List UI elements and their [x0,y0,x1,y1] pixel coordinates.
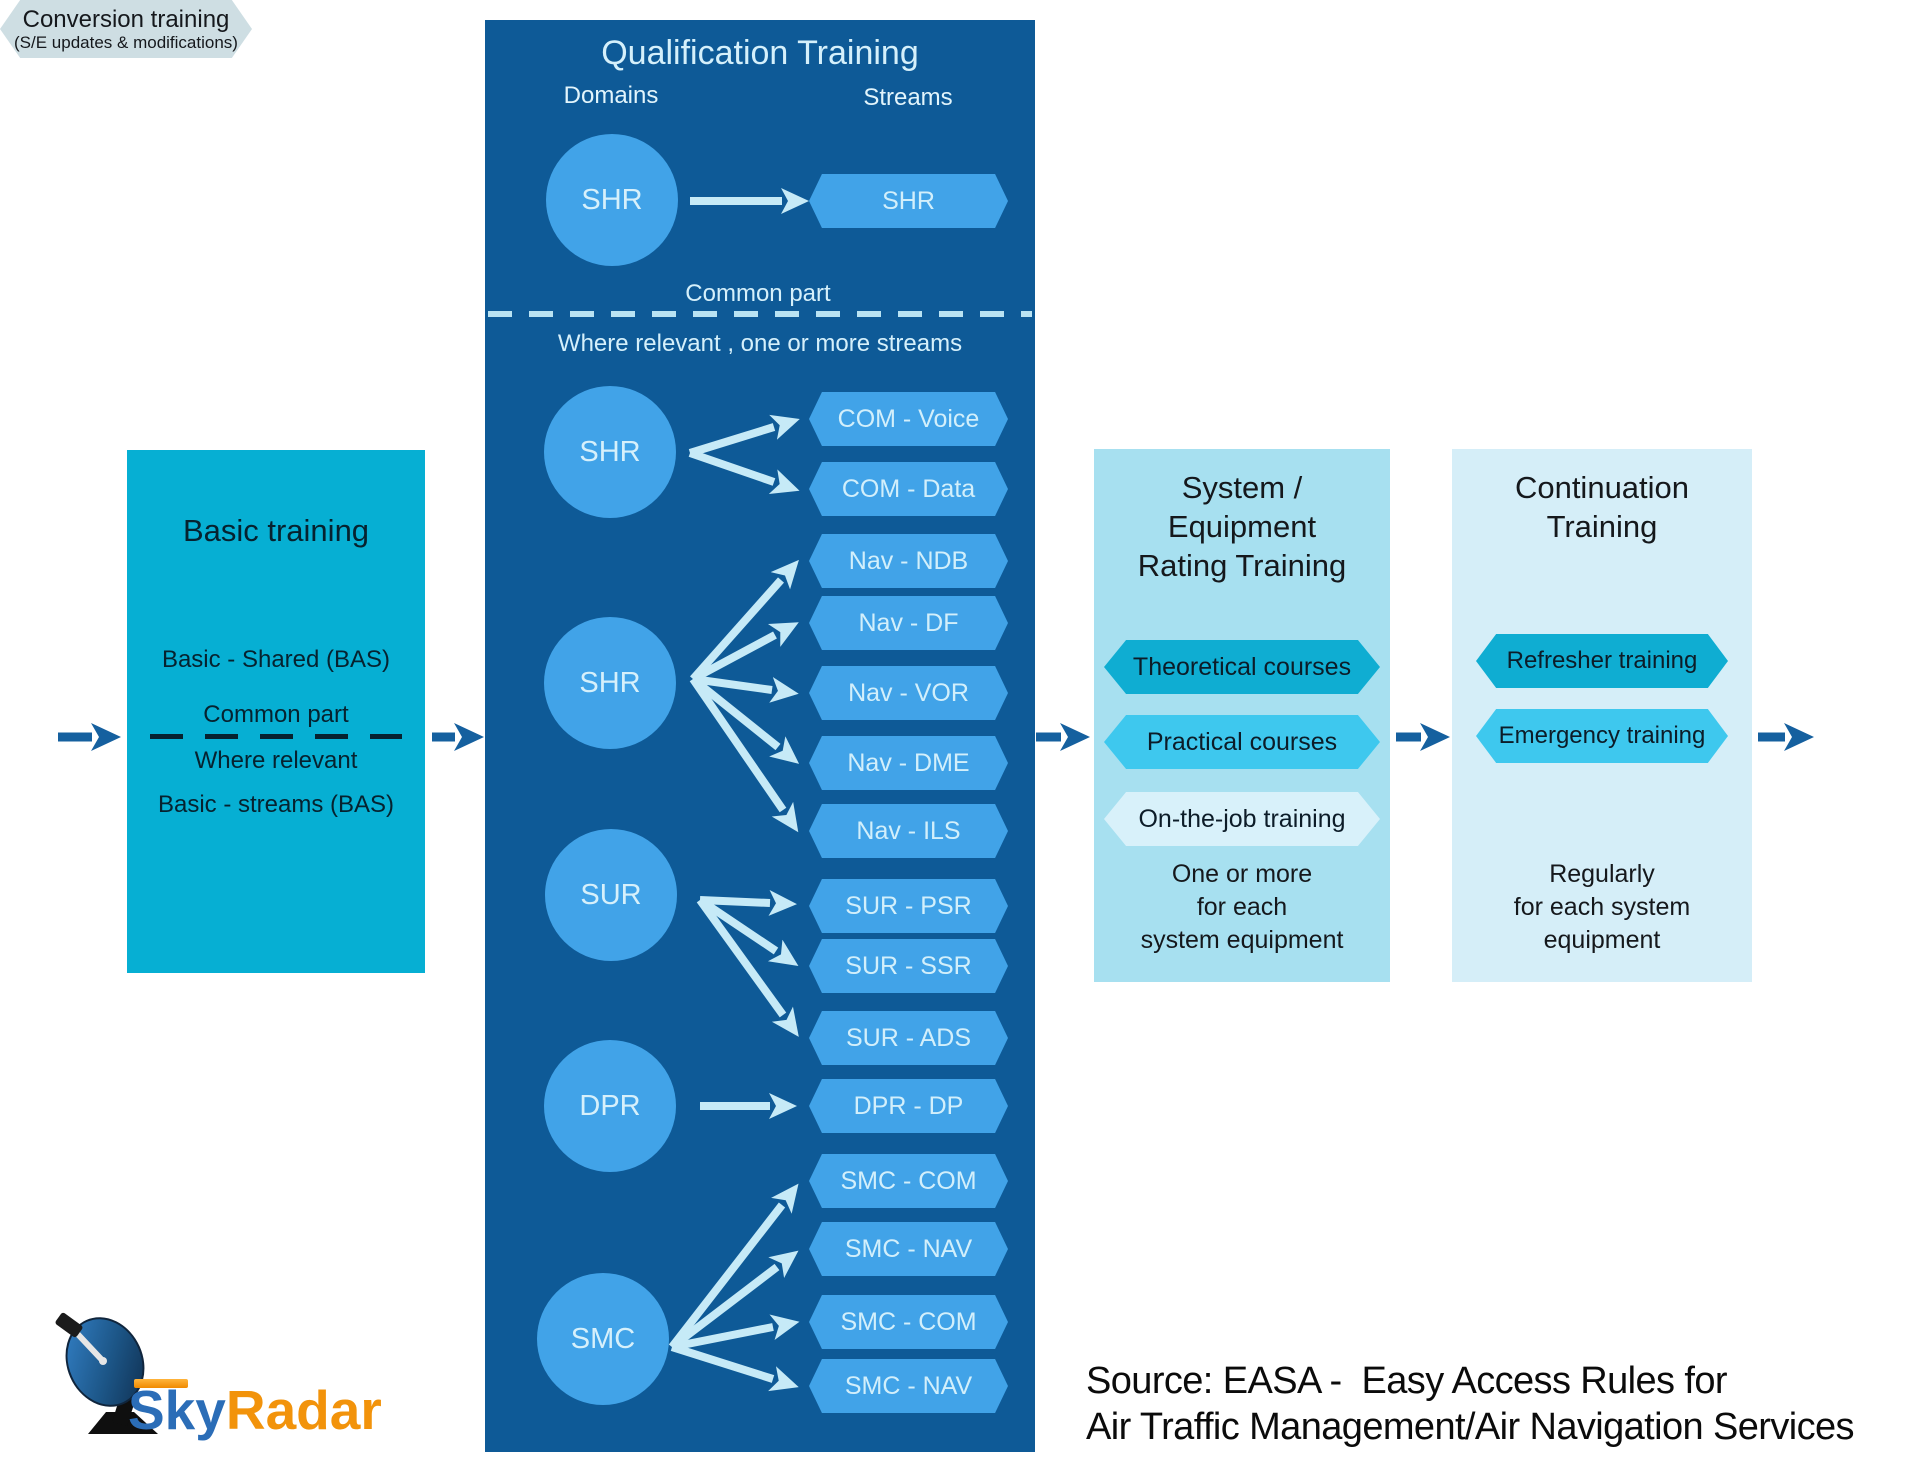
conversion-training-label: Conversion training [22,5,230,33]
domain-circle-shr-top: SHR [546,134,678,266]
domain-circle-sur: SUR [545,829,677,961]
logo-sky-text: Sky [128,1379,226,1441]
stream-hex-nav-dme: Nav - DME [809,736,1008,790]
domain-circle-shr-nav: SHR [544,617,676,749]
emergency-training-hex: Emergency training [1476,709,1728,763]
stream-hex-nav-ils: Nav - ILS [809,804,1008,858]
source-line-1: Source: EASA - Easy Access Rules for [1086,1360,1728,1402]
source-line-2: Air Traffic Management/Air Navigation Se… [1086,1406,1855,1448]
streams-column-label: Streams [863,84,953,111]
domain-circle-dpr: DPR [544,1040,676,1172]
qualification-common-part-label: Common part [685,280,831,307]
on-the-job-training-hex: On-the-job training [1104,792,1380,846]
stream-hex-nav-ndb: Nav - NDB [809,534,1008,588]
domain-circle-shr-com: SHR [544,386,676,518]
stream-hex-smc-com-2: SMC - COM [809,1295,1008,1349]
basic-training-box [127,450,425,973]
logo-wordmark: SkyRadar [128,1383,382,1438]
system-equipment-rating-title: System / Equipment Rating Training [1137,470,1347,583]
continuation-training-title: Continuation Training [1514,470,1690,544]
stream-hex-shr: SHR [809,174,1008,228]
basic-training-title: Basic training [182,513,370,548]
satellite-dish-icon [55,1312,158,1434]
refresher-training-hex: Refresher training [1476,634,1728,688]
source-attribution: Source: EASA - Easy Access Rules for Air… [1086,1358,1855,1450]
qualification-where-relevant-label: Where relevant , one or more streams [557,330,963,357]
stream-hex-nav-vor: Nav - VOR [809,666,1008,720]
stream-hex-sur-ssr: SUR - SSR [809,939,1008,993]
stream-hex-dpr-dp: DPR - DP [809,1079,1008,1133]
qualification-dashed-divider [488,311,1032,317]
system-note: One or more for each system equipment [1140,860,1344,954]
domains-column-label: Domains [563,82,659,109]
conversion-training-hex: Conversion training (S/E updates & modif… [0,0,252,58]
stream-hex-com-data: COM - Data [809,462,1008,516]
conversion-training-sublabel: (S/E updates & modifications) [14,32,238,52]
theoretical-courses-hex: Theoretical courses [1104,640,1380,694]
basic-dashed-divider [150,734,402,739]
practical-courses-hex: Practical courses [1104,715,1380,769]
stream-hex-nav-df: Nav - DF [809,596,1008,650]
stream-hex-com-voice: COM - Voice [809,392,1008,446]
stream-hex-sur-psr: SUR - PSR [809,879,1008,933]
stream-hex-sur-ads: SUR - ADS [809,1011,1008,1065]
stream-hex-smc-nav-2: SMC - NAV [809,1359,1008,1413]
logo-accent-bar [134,1379,188,1388]
qualification-title: Qualification Training [601,34,919,72]
basic-shared-label: Basic - Shared (BAS) [161,646,391,673]
continuation-note: Regularly for each system equipment [1513,860,1691,954]
basic-common-part-label: Common part [203,701,349,728]
domain-circle-smc: SMC [537,1273,669,1405]
skyradar-logo [55,1312,158,1434]
stream-hex-smc-nav-1: SMC - NAV [809,1222,1008,1276]
basic-streams-label: Basic - streams (BAS) [157,791,395,818]
basic-where-relevant-label: Where relevant [194,747,358,774]
stream-hex-smc-com-1: SMC - COM [809,1154,1008,1208]
logo-radar-text: Radar [225,1379,382,1441]
